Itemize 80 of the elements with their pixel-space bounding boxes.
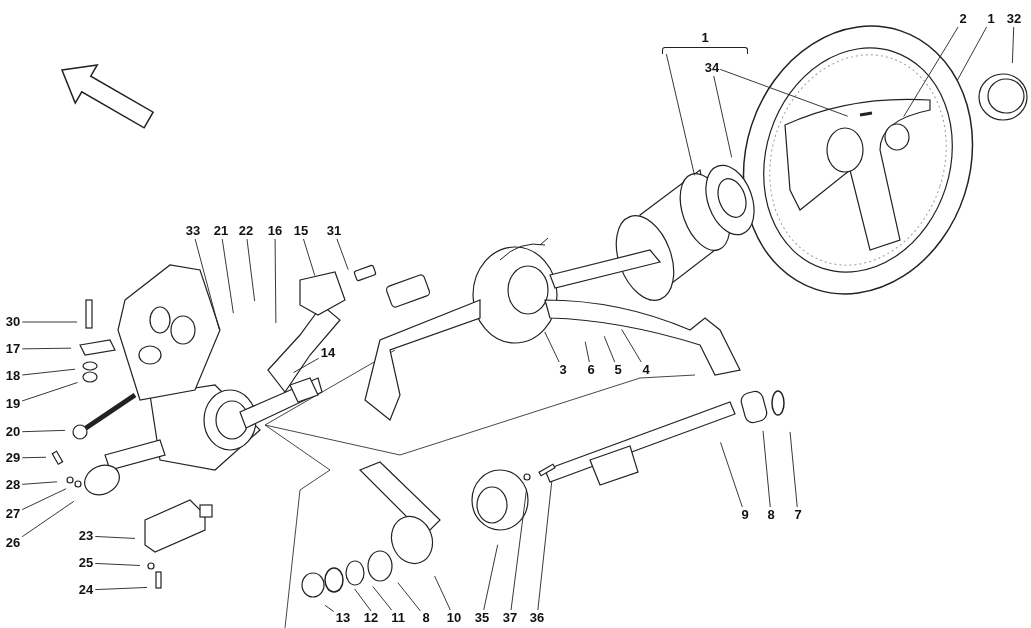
callout-number: 29 [4, 451, 22, 465]
leader-line [21, 488, 67, 511]
callout-number: 36 [528, 611, 546, 625]
leader-line [621, 329, 642, 363]
leader-line [21, 500, 75, 538]
callout-number: 33 [184, 224, 202, 238]
leader-line [789, 431, 798, 508]
callout-number: 27 [4, 507, 22, 521]
leader-line [221, 238, 234, 314]
leader-line [956, 26, 988, 81]
leader-line [194, 238, 220, 330]
leader-line [603, 335, 616, 363]
callout-number: 11 [390, 611, 406, 625]
leader-line [434, 575, 451, 611]
leader-line [665, 53, 695, 176]
leader-line [354, 588, 372, 612]
callout-number: 25 [77, 556, 95, 570]
leader-line [397, 582, 421, 612]
callout-number: 1 [986, 12, 996, 26]
leader-line [719, 68, 849, 117]
leader-line [336, 238, 349, 271]
leader-line [293, 357, 320, 373]
callout-number: 8 [421, 611, 431, 625]
leader-line [21, 456, 47, 459]
callout-number: 7 [793, 508, 803, 522]
callout-number: 3 [558, 363, 568, 377]
leader-line [94, 562, 141, 566]
bracket [663, 31, 747, 54]
callout-number: 18 [4, 369, 22, 383]
callout-number: 15 [292, 224, 310, 238]
callout-number: 19 [4, 397, 22, 411]
leader-line [21, 481, 58, 485]
callout-number: 1 [701, 31, 709, 45]
callout-number: 6 [586, 363, 596, 377]
callout-number: 14 [319, 346, 337, 360]
callout-number: 2 [958, 12, 968, 26]
callout-number: 9 [740, 508, 750, 522]
leader-line [483, 544, 499, 611]
callout-number: 4 [641, 363, 651, 377]
leader-line [720, 441, 743, 508]
leader-line [713, 75, 733, 158]
leader-line [21, 382, 78, 402]
callout-number: 35 [473, 611, 491, 625]
callout-number: 22 [237, 224, 255, 238]
leader-line [1011, 26, 1015, 64]
callout-number: 5 [613, 363, 623, 377]
leader-line [903, 26, 959, 118]
leader-line [94, 536, 136, 539]
callout-number: 12 [362, 611, 380, 625]
leader-line [762, 430, 771, 508]
callout-number: 37 [501, 611, 519, 625]
callout-number: 26 [4, 536, 22, 550]
leader-line [21, 368, 76, 376]
leader-line [274, 238, 277, 324]
leader-line [537, 480, 553, 611]
callout-number: 34 [703, 61, 721, 75]
callout-number: 16 [266, 224, 284, 238]
leader-line [303, 238, 316, 276]
callout-number: 21 [212, 224, 230, 238]
callout-number: 31 [325, 224, 343, 238]
leader-line [584, 341, 590, 363]
callout-number: 32 [1005, 12, 1023, 26]
callout-number: 24 [77, 583, 95, 597]
leader-line [21, 321, 78, 323]
callout-number: 28 [4, 478, 22, 492]
callout-number: 8 [766, 508, 776, 522]
leader-line [21, 429, 66, 433]
callout-number: 20 [4, 425, 22, 439]
leader-line [246, 238, 256, 302]
leader-line [544, 331, 560, 363]
leader-line [372, 586, 393, 611]
callout-number: 17 [4, 342, 22, 356]
leader-line [510, 488, 528, 611]
leader-line [94, 587, 148, 591]
callout-number: 23 [77, 529, 95, 543]
leader-line [21, 347, 72, 350]
leader-line [324, 604, 335, 612]
callout-number: 30 [4, 315, 22, 329]
callout-number: 13 [334, 611, 352, 625]
callout-number: 10 [445, 611, 463, 625]
